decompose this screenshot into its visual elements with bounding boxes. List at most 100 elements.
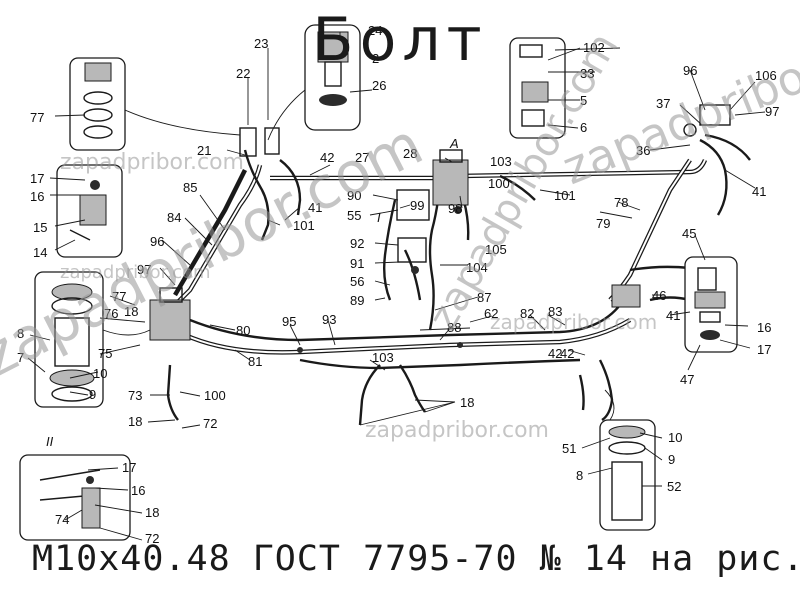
callout-label: 74	[55, 512, 69, 527]
inset-left-lower	[34, 271, 151, 408]
callout-label: 16	[757, 320, 771, 335]
callout-label: 106	[755, 68, 777, 83]
callout-label: 21	[197, 143, 211, 158]
callout-label: 5	[580, 93, 587, 108]
callout-label: 99	[410, 198, 424, 213]
inset-top-left	[69, 57, 241, 151]
hose-branches	[166, 133, 751, 426]
callout-label: 55	[347, 208, 361, 223]
callout-label: 97	[137, 262, 151, 277]
callout-label: 28	[403, 146, 417, 161]
callout-label: 9	[668, 452, 675, 467]
callout-label: 104	[466, 260, 488, 275]
callout-label: 95	[282, 314, 296, 329]
callout-label: 77	[112, 289, 126, 304]
section-mark: II	[46, 434, 54, 449]
callout-label: 96	[683, 63, 697, 78]
inset-bottom-left	[19, 454, 131, 541]
leader-lines	[27, 32, 766, 541]
callout-label: 42	[560, 346, 574, 361]
callout-label: 76	[104, 306, 118, 321]
callout-label: 42	[320, 150, 334, 165]
callout-label: 101	[554, 188, 576, 203]
callout-label: 75	[98, 346, 112, 361]
callout-label: 7	[17, 350, 24, 365]
callout-label: 51	[562, 441, 576, 456]
callout-label: 18	[128, 414, 142, 429]
callout-label: 45	[682, 226, 696, 241]
callout-label: 33	[580, 66, 594, 81]
callout-label: 78	[614, 195, 628, 210]
callout-label: 18	[145, 505, 159, 520]
callout-label: 102	[583, 40, 605, 55]
callout-label: 9	[89, 387, 96, 402]
callout-label: 101	[293, 218, 315, 233]
callout-label: 80	[236, 323, 250, 338]
callout-label: 24	[368, 23, 382, 38]
callout-label: 10	[668, 430, 682, 445]
callout-label: 16	[30, 189, 44, 204]
callout-label: 72	[203, 416, 217, 431]
callout-label: 46	[652, 288, 666, 303]
callout-label: 72	[145, 531, 159, 546]
callout-label: 8	[576, 468, 583, 483]
callout-label: 18	[460, 395, 474, 410]
callout-label: 16	[131, 483, 145, 498]
part-designation: М10х40.48 ГОСТ 7795-70 № 14 на рис.	[32, 539, 800, 579]
callout-label: 26	[372, 78, 386, 93]
callout-label: 17	[30, 171, 44, 186]
inset-top-center	[267, 24, 361, 141]
callout-label: 47	[680, 372, 694, 387]
callout-label: 10	[93, 366, 107, 381]
callout-label: 97	[765, 104, 779, 119]
callout-label: 42	[548, 346, 562, 361]
callout-label: 36	[636, 143, 650, 158]
callout-label: 62	[484, 306, 498, 321]
callout-label: 56	[350, 274, 364, 289]
callout-label: 98	[448, 201, 462, 216]
callout-label: 88	[447, 320, 461, 335]
callout-label: 52	[667, 479, 681, 494]
callout-label: 37	[656, 96, 670, 111]
callout-label: 18	[124, 304, 138, 319]
callout-label: 92	[350, 236, 364, 251]
callout-label: 100	[488, 176, 510, 191]
callout-label: 8	[17, 326, 24, 341]
callout-label: 87	[477, 290, 491, 305]
callout-label: 81	[248, 354, 262, 369]
callout-label: 84	[167, 210, 181, 225]
callout-label: 17	[757, 342, 771, 357]
callout-label: 85	[183, 180, 197, 195]
callout-label: 73	[128, 388, 142, 403]
callout-label: 91	[350, 256, 364, 271]
section-marks: А I II	[46, 136, 459, 449]
callout-label: 22	[236, 66, 250, 81]
inset-bottom-right	[599, 389, 656, 531]
page-title: Болт	[312, 5, 488, 75]
fittings	[149, 104, 731, 353]
callout-label: 14	[33, 245, 47, 260]
callout-label: 77	[30, 110, 44, 125]
callout-label: 41	[666, 308, 680, 323]
callout-label: 83	[548, 304, 562, 319]
callout-label: 27	[355, 150, 369, 165]
inset-top-right	[509, 37, 581, 139]
callout-labels: 24 23 22 2 26 21 42 27 28 103 100 102 33…	[17, 23, 779, 546]
callout-label: 2	[372, 51, 379, 66]
callout-label: 23	[254, 36, 268, 51]
callout-label: 41	[308, 200, 322, 215]
callout-label: 41	[752, 184, 766, 199]
callout-label: 89	[350, 293, 364, 308]
callout-label: 90	[347, 188, 361, 203]
callout-label: 100	[204, 388, 226, 403]
callout-label: 96	[150, 234, 164, 249]
section-mark: I	[377, 210, 381, 225]
inset-right	[684, 256, 738, 353]
section-mark: А	[449, 136, 459, 151]
callout-label: 105	[485, 242, 507, 257]
callout-label: 17	[122, 460, 136, 475]
callout-label: 93	[322, 312, 336, 327]
callout-label: 103	[372, 350, 394, 365]
